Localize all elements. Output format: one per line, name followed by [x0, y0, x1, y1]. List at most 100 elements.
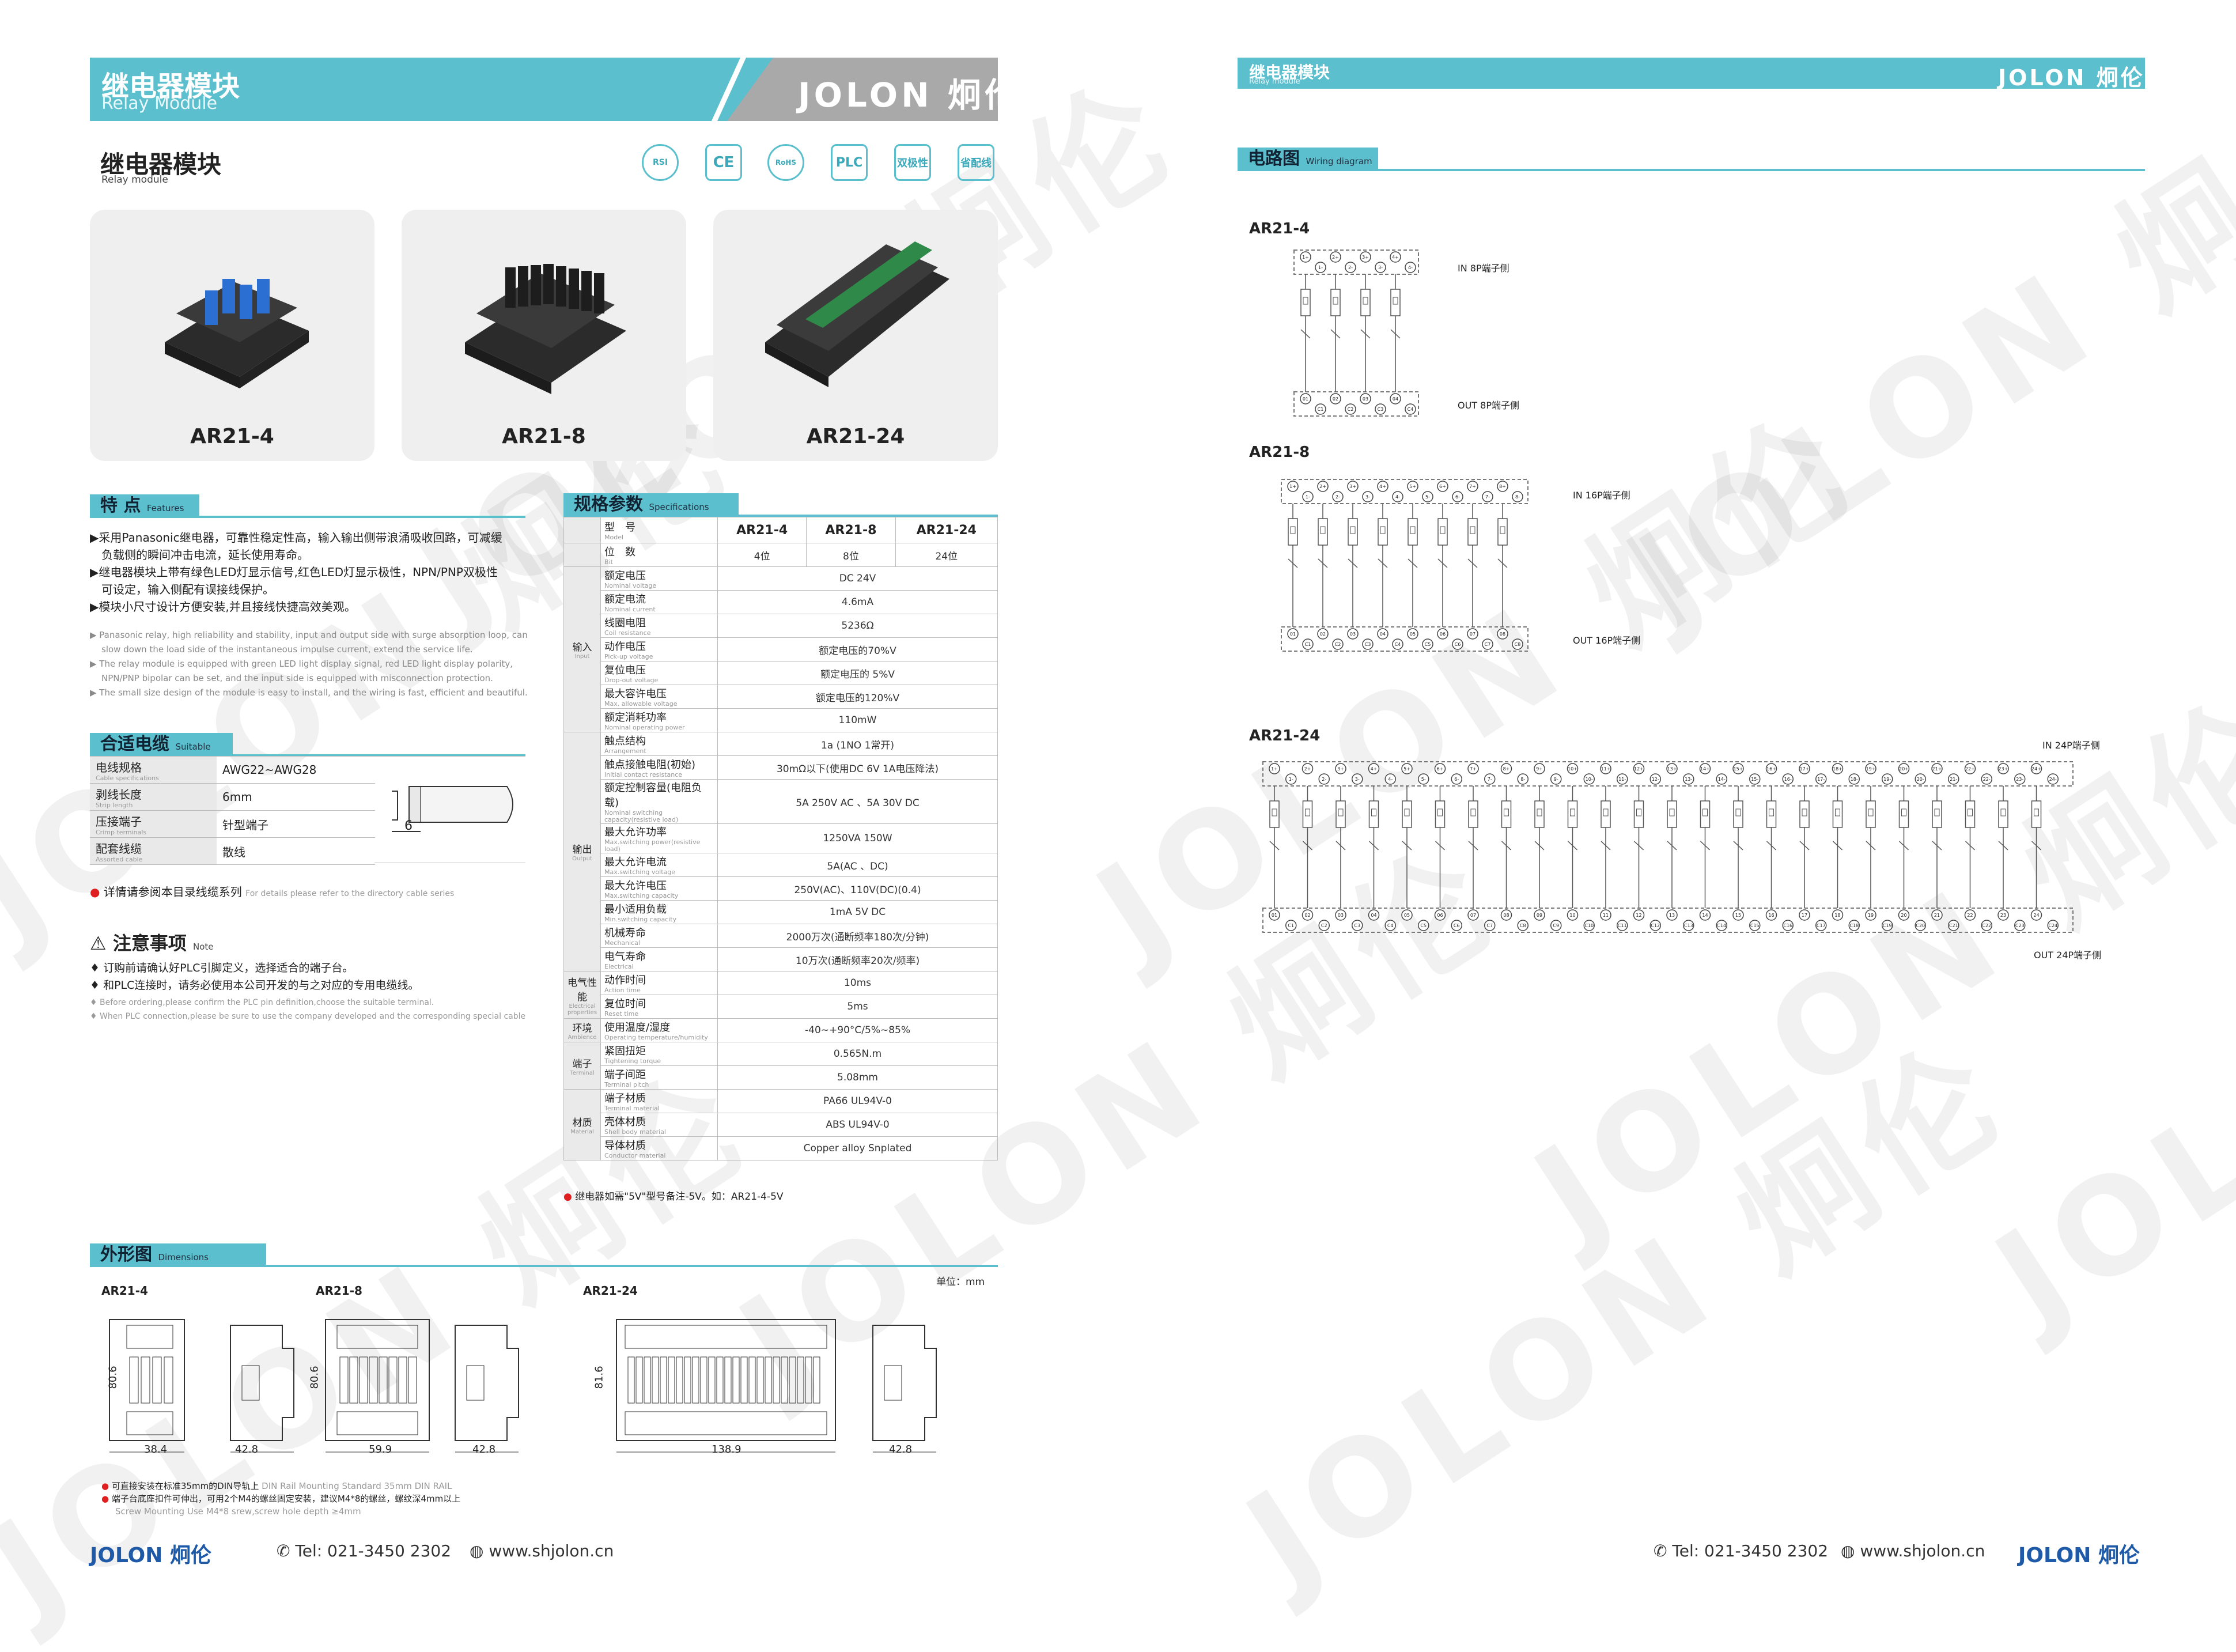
led-indicator — [1272, 808, 1277, 816]
terminal-label: 6- — [1454, 777, 1459, 782]
brand-logo: JOLON 炯伦 — [1998, 65, 2145, 90]
output-terminal — [1500, 909, 1512, 921]
terminal-label: 15 — [1735, 913, 1741, 918]
footer-web[interactable]: ◍ www.shjolon.cn — [470, 1541, 614, 1560]
terminal-label: 3- — [1365, 494, 1370, 500]
relay-contact — [1866, 841, 1876, 850]
terminal-label: C19 — [1883, 923, 1892, 928]
dim-drawing-ar21-8-side — [455, 1325, 519, 1453]
terminal-label: 13- — [1685, 777, 1692, 782]
input-terminal — [1285, 773, 1297, 785]
input-terminal — [1600, 763, 1611, 774]
input-terminal — [1964, 763, 1976, 774]
footer-brand: JOLON 炯伦 — [90, 1544, 211, 1567]
relay-contact — [1302, 841, 1313, 850]
led-indicator — [1303, 297, 1308, 305]
output-terminal-block — [1281, 626, 1528, 652]
output-terminal — [2030, 909, 2042, 921]
dim-width: 59.9 — [369, 1443, 392, 1456]
dim-name: AR21-4 — [101, 1284, 148, 1298]
relay-contact — [1932, 841, 1942, 850]
terminal-label: 5- — [1425, 494, 1430, 500]
terminal-label: C15 — [1750, 923, 1760, 928]
terminal-label: C13 — [1684, 923, 1693, 928]
led-indicator — [1437, 808, 1443, 816]
input-terminal — [1500, 763, 1512, 774]
feature-item: ▶继电器模块上带有绿色LED灯显示信号,红色LED灯显示极性，NPN/PNP双极… — [90, 565, 498, 579]
input-terminal — [1384, 773, 1396, 785]
table-row: 额定控制容量(电阻负载)Nominal switching capacity(r… — [564, 779, 998, 824]
strip-dimension: 6 — [404, 819, 413, 833]
relay-contact — [1408, 558, 1418, 568]
in-label: IN 16P端子侧 — [1573, 490, 1630, 501]
input-terminal — [1422, 491, 1433, 502]
relay-coil — [1667, 800, 1677, 828]
relay-coil — [1390, 289, 1401, 316]
dim-drawing-ar21-8-front — [325, 1319, 430, 1453]
terminal-label: 6- — [1455, 494, 1460, 500]
terminal-label: C12 — [1651, 923, 1660, 928]
terminal-label: 4+ — [1371, 766, 1378, 772]
led-indicator — [1338, 808, 1344, 816]
relay-coil — [1534, 800, 1545, 828]
terminal-label: 03 — [1338, 913, 1344, 918]
relay-coil — [1437, 518, 1448, 546]
input-terminal — [1898, 763, 1910, 774]
right-page: JOLON 炯伦 JOLON 炯伦 JOLON 炯伦 JOLON 炯伦 JOLO… — [1072, 0, 2236, 1617]
out-label: OUT 8P端子侧 — [1458, 400, 1519, 411]
terminal-label: 03 — [1350, 632, 1356, 637]
terminal-label: C1 — [1305, 642, 1311, 647]
dim-width: 38.4 — [144, 1443, 168, 1456]
terminal-label: 7+ — [1470, 766, 1477, 772]
terminal-label: 02 — [1320, 632, 1326, 637]
feature-item-en: NPN/PNP bipolar can be set, and the inpu… — [101, 673, 493, 683]
relay-coil — [1468, 800, 1478, 828]
plc-cert-icon: PLC — [831, 144, 868, 181]
relay-contact — [1998, 841, 2008, 850]
relay-coil — [1330, 289, 1341, 316]
header-title: 继电器模块 — [1249, 63, 1330, 82]
relay-contact — [1898, 841, 1909, 850]
output-terminal — [1302, 638, 1314, 650]
input-terminal — [2047, 773, 2059, 785]
output-terminal — [1352, 920, 1363, 931]
terminal-label: 4- — [1408, 265, 1413, 270]
relay-module-4-image — [165, 279, 309, 388]
terminal-label: 11- — [1618, 777, 1626, 782]
relay-coil — [1866, 800, 1876, 828]
dimension-note: ● 可直接安装在标准35mm的DIN导轨上 DIN Rail Mounting … — [101, 1481, 452, 1491]
led-indicator — [1290, 526, 1296, 534]
relay-module-8-image — [465, 264, 626, 394]
terminal-label: C1 — [1318, 407, 1324, 412]
terminal-label: 22+ — [1965, 766, 1975, 772]
footer-tel: ✆ Tel: 021-3450 2302 — [1654, 1541, 1829, 1560]
output-terminal — [1317, 628, 1329, 640]
relay-coil — [1497, 518, 1508, 546]
led-indicator — [1470, 808, 1476, 816]
relay-coil — [1408, 518, 1418, 546]
terminal-label: 3+ — [1362, 255, 1369, 260]
terminal-label: 22 — [1967, 913, 1973, 918]
footer-web[interactable]: ◍ www.shjolon.cn — [1841, 1541, 1985, 1560]
input-terminal — [1352, 773, 1363, 785]
input-terminal — [1362, 491, 1374, 502]
out-label: OUT 24P端子侧 — [2034, 950, 2102, 961]
input-terminal — [1300, 251, 1311, 263]
relay-coil — [1467, 518, 1478, 546]
feature-item: ▶模块小尺寸设计方便安装,并且接线快捷高效美观。 — [90, 600, 356, 614]
relay-contact — [1360, 329, 1371, 339]
led-indicator — [1393, 297, 1398, 305]
output-terminal — [1848, 920, 1860, 931]
output-terminal — [1915, 920, 1926, 931]
relay-contact — [1468, 841, 1478, 850]
output-terminal — [1287, 628, 1299, 640]
input-terminal — [1390, 251, 1401, 263]
terminal-label: C16 — [1783, 923, 1792, 928]
